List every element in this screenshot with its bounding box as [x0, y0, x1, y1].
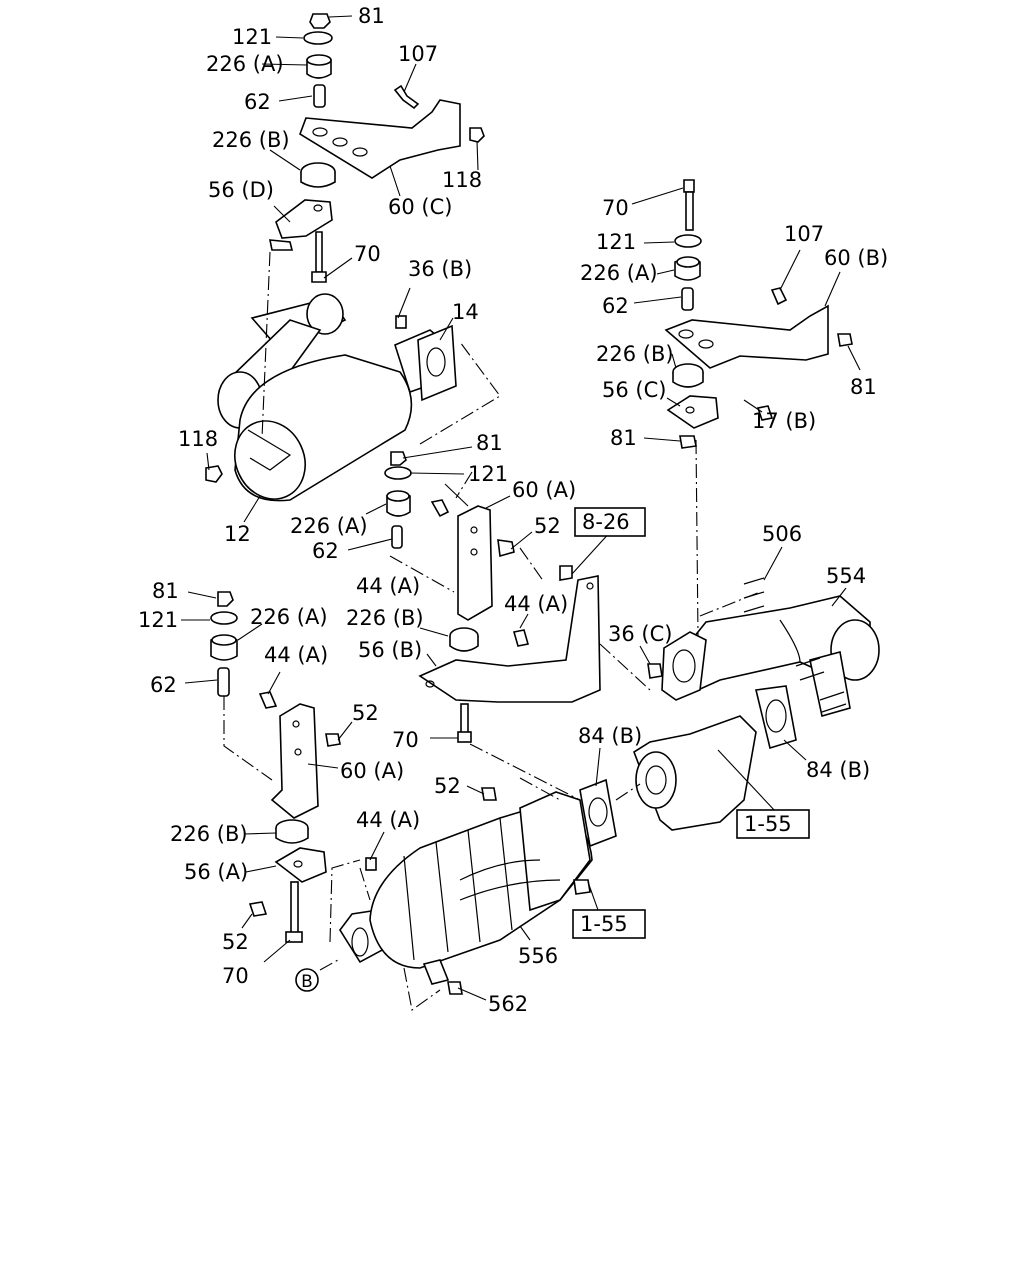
callout: 81 [476, 431, 503, 455]
callout: 62 [244, 90, 271, 114]
callout: 506 [762, 522, 802, 546]
bracket-60b [664, 287, 853, 369]
circle-marker-b: B [295, 968, 319, 992]
callout: 226 (A) [206, 52, 284, 76]
reference-boxes: 8-26 1-55 1-55 [572, 507, 810, 939]
ref-box-1-55-lower [572, 909, 646, 939]
callout: 70 [222, 964, 249, 988]
callout: 226 (A) [250, 605, 328, 629]
callout: 60 (C) [388, 195, 452, 219]
circle-marker-label: B [301, 972, 313, 992]
callout: 121 [232, 25, 272, 49]
leader-lines [181, 15, 861, 1001]
callout: 70 [354, 242, 381, 266]
callout: 121 [138, 608, 178, 632]
callout: 62 [312, 539, 339, 563]
gasket-84b-right [755, 685, 797, 750]
callout: 226 (B) [212, 128, 290, 152]
ref-label: 1-55 [744, 812, 792, 836]
callout: 44 (A) [264, 643, 328, 667]
plate-56a [248, 819, 377, 943]
callout: 62 [602, 294, 629, 318]
callout: 12 [224, 522, 251, 546]
left-mount-stack [210, 591, 238, 697]
callout: 562 [488, 992, 528, 1016]
callout: 70 [392, 728, 419, 752]
callout: 36 (C) [608, 622, 672, 646]
callout: 60 (A) [340, 759, 404, 783]
callout: 52 [434, 774, 461, 798]
callout: 56 (D) [208, 178, 274, 202]
callout: 70 [602, 196, 629, 220]
ref-box-8-26 [574, 507, 646, 537]
gasket-84b-mid [579, 778, 617, 848]
callout: 81 [358, 4, 385, 28]
callout: 52 [222, 930, 249, 954]
top-right-mount-stack [674, 179, 702, 311]
callout: 56 (C) [602, 378, 666, 402]
muffler-12 [217, 293, 449, 502]
callout: 81 [610, 426, 637, 450]
callout: 84 (B) [806, 758, 870, 782]
callout: 81 [850, 375, 877, 399]
callout: 81 [152, 579, 179, 603]
callout: 62 [150, 673, 177, 697]
callout: 14 [452, 300, 479, 324]
callout: 36 (B) [408, 257, 472, 281]
bracket-60a-lower [258, 691, 341, 819]
top-left-mount-stack [303, 13, 333, 108]
bracket-56b [418, 565, 601, 743]
callout: 226 (A) [290, 514, 368, 538]
callout: 554 [826, 564, 866, 588]
callout: 44 (A) [504, 592, 568, 616]
callout: 556 [518, 944, 558, 968]
callout: 17 (B) [752, 409, 816, 433]
exhaust-pipe-554 [661, 577, 880, 718]
callout: 44 (A) [356, 574, 420, 598]
callout-labels: 81 121 226 (A) 62 107 226 (B) 118 60 (C)… [138, 4, 888, 1016]
middle-mount-stack [384, 451, 412, 549]
callout: 44 (A) [356, 808, 420, 832]
nut-118 [205, 465, 223, 483]
callout: 226 (B) [170, 822, 248, 846]
callout: 84 (B) [578, 724, 642, 748]
gasket-14 [417, 324, 457, 402]
callout: 226 (A) [580, 261, 658, 285]
callout: 121 [596, 230, 636, 254]
catalyst-556 [339, 787, 593, 995]
callout: 118 [442, 168, 482, 192]
callout: 226 (B) [596, 342, 674, 366]
callout: 56 (B) [358, 638, 422, 662]
callout: 118 [178, 427, 218, 451]
ref-label: 1-55 [580, 912, 628, 936]
callout: 121 [468, 462, 508, 486]
callout: 107 [398, 42, 438, 66]
alignment-lines [223, 251, 761, 1011]
ref-box-1-55-upper [736, 809, 810, 839]
callout: 60 (B) [824, 246, 888, 270]
plate-56d [269, 199, 333, 283]
callout: 226 (B) [346, 606, 424, 630]
callout: 52 [352, 701, 379, 725]
callout: 107 [784, 222, 824, 246]
bracket-60a-upper [430, 499, 515, 621]
callout: 60 (A) [512, 478, 576, 502]
outlet-elbow [633, 715, 757, 831]
ref-label: 8-26 [582, 510, 630, 534]
bracket-60c [299, 84, 485, 179]
callout: 52 [534, 514, 561, 538]
callout: 56 (A) [184, 860, 248, 884]
